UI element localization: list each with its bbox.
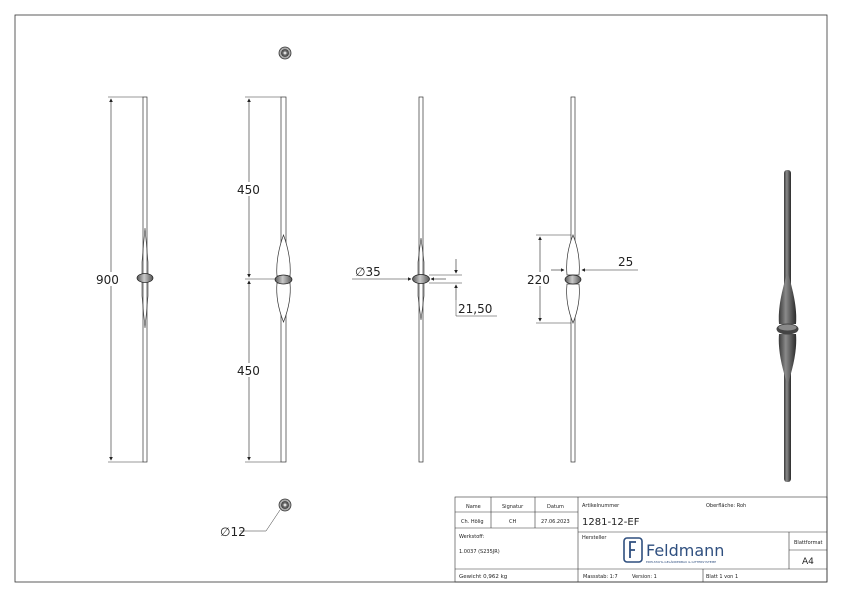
- tb-article-number: 1281-12-EF: [582, 517, 640, 528]
- dim-collar-diameter: ∅35: [355, 265, 381, 279]
- tb-scale: Massstab: 1:7: [583, 574, 618, 580]
- tb-format-value: A4: [802, 557, 814, 567]
- tb-drawer-name: Ch. Hölig: [461, 519, 484, 525]
- render-3d: [776, 170, 799, 482]
- dim-spindle-diameter: 25: [618, 255, 633, 269]
- dim-spindle-length: 220: [527, 273, 550, 287]
- tb-material-label: Werkstoff:: [459, 534, 485, 540]
- tb-drawer-signature: CH: [509, 519, 516, 525]
- title-block: [454, 496, 828, 583]
- tb-drawer-date: 27.06.2023: [541, 519, 570, 525]
- logo-tagline: EDELSTAHL-GELÄNDERBAU & GITTERSYSTEME: [646, 559, 716, 564]
- dim-rod-diameter: ∅12: [220, 525, 246, 539]
- view-front-3: [352, 96, 497, 463]
- tb-signature-header: Signatur: [502, 504, 524, 510]
- tb-format-label: Blattformat: [794, 540, 823, 546]
- tb-weight: Gewicht 0,962 kg: [459, 574, 507, 580]
- dim-height-lower: 450: [237, 364, 260, 378]
- view-front-2: [245, 96, 293, 463]
- logo-text: Feldmann: [646, 541, 724, 560]
- tb-name-header: Name: [466, 504, 481, 510]
- tb-sheet: Blatt 1 von 1: [706, 574, 738, 580]
- top-view: [278, 46, 292, 60]
- tb-surface: Oberfläche: Roh: [706, 503, 746, 509]
- drawing-frame: [14, 14, 828, 583]
- dim-height-total: 900: [96, 273, 119, 287]
- bottom-view: [240, 498, 292, 532]
- tb-material-value: 1.0037 (S235JR): [459, 549, 500, 555]
- tb-article-label: Artikelnummer: [582, 503, 620, 509]
- dim-collar-offset: 21,50: [458, 302, 492, 316]
- tb-date-header: Datum: [547, 504, 564, 510]
- tb-version: Version: 1: [632, 574, 657, 580]
- dim-height-upper: 450: [237, 183, 260, 197]
- view-front-4: [536, 96, 638, 463]
- tb-manufacturer-label: Hersteller: [582, 535, 607, 541]
- feldmann-logo: [623, 537, 643, 563]
